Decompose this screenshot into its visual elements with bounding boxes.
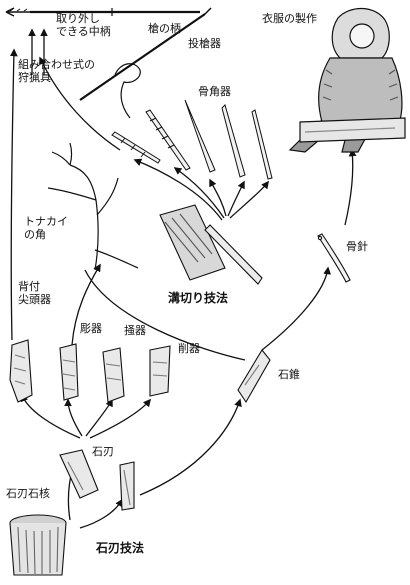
stone-awl-shape bbox=[238, 350, 270, 402]
blade-core bbox=[10, 515, 66, 575]
awl-bone bbox=[222, 105, 245, 177]
label-blade: 石刃 bbox=[92, 445, 114, 458]
needle-bone bbox=[252, 110, 272, 179]
arrow-needle-to-clothing bbox=[345, 150, 353, 225]
arrow-awl-to-needle bbox=[262, 268, 328, 350]
label-awl: 石錐 bbox=[278, 367, 300, 381]
label-graver: 彫器 bbox=[80, 322, 102, 335]
label-clothing-making: 衣服の製作 bbox=[262, 11, 317, 25]
reindeer-antler bbox=[48, 143, 138, 270]
label-groove-split: 溝切り技法 bbox=[168, 290, 228, 305]
arrow-blade-to-end-scraper bbox=[86, 400, 112, 436]
seated-figure bbox=[290, 8, 405, 152]
label-blade-technique: 石刃技法 bbox=[95, 540, 144, 555]
arrow-core-to-blade2 bbox=[80, 500, 122, 528]
harpoon-1 bbox=[112, 132, 160, 163]
bone-point bbox=[185, 100, 215, 172]
label-blade-core: 石刃石核 bbox=[6, 486, 50, 500]
harpoon-2 bbox=[146, 110, 190, 170]
arrow-tools-to-composite bbox=[40, 58, 120, 150]
backed-point-shape bbox=[10, 340, 32, 402]
label-backed-point: 背付尖頭器 bbox=[18, 279, 51, 306]
label-removable-foreshaft: 取り外しできる中柄 bbox=[56, 12, 111, 38]
label-composite-tool: 組み合わせ式の狩猟具 bbox=[18, 57, 95, 84]
label-spear-shaft: 槍の柄 bbox=[148, 21, 181, 35]
label-end-scraper: 掻器 bbox=[124, 323, 146, 337]
graver-shape bbox=[60, 344, 78, 400]
arrow-backed-point-to-tool bbox=[11, 50, 14, 340]
arrow-fan-4 bbox=[228, 182, 244, 216]
label-bone-needle: 骨針 bbox=[346, 239, 368, 253]
fur-body bbox=[319, 58, 402, 122]
label-spear-thrower: 投槍器 bbox=[188, 36, 221, 50]
stone-tools bbox=[10, 340, 270, 510]
side-scraper-shape bbox=[150, 346, 170, 396]
end-scraper-shape bbox=[103, 348, 124, 402]
arrow-to-awl bbox=[140, 400, 240, 495]
hand-sketch bbox=[115, 64, 140, 118]
label-side-scraper: 削器 bbox=[178, 341, 200, 355]
groove-split-block bbox=[160, 205, 262, 284]
label-bone-antler-tools: 骨角器 bbox=[198, 85, 231, 98]
label-reindeer-antler: トナカイの角 bbox=[24, 215, 68, 241]
flow-arrows bbox=[11, 30, 353, 528]
arrow-blade-to-graver bbox=[68, 400, 82, 436]
bone-antler-tools bbox=[112, 100, 272, 179]
